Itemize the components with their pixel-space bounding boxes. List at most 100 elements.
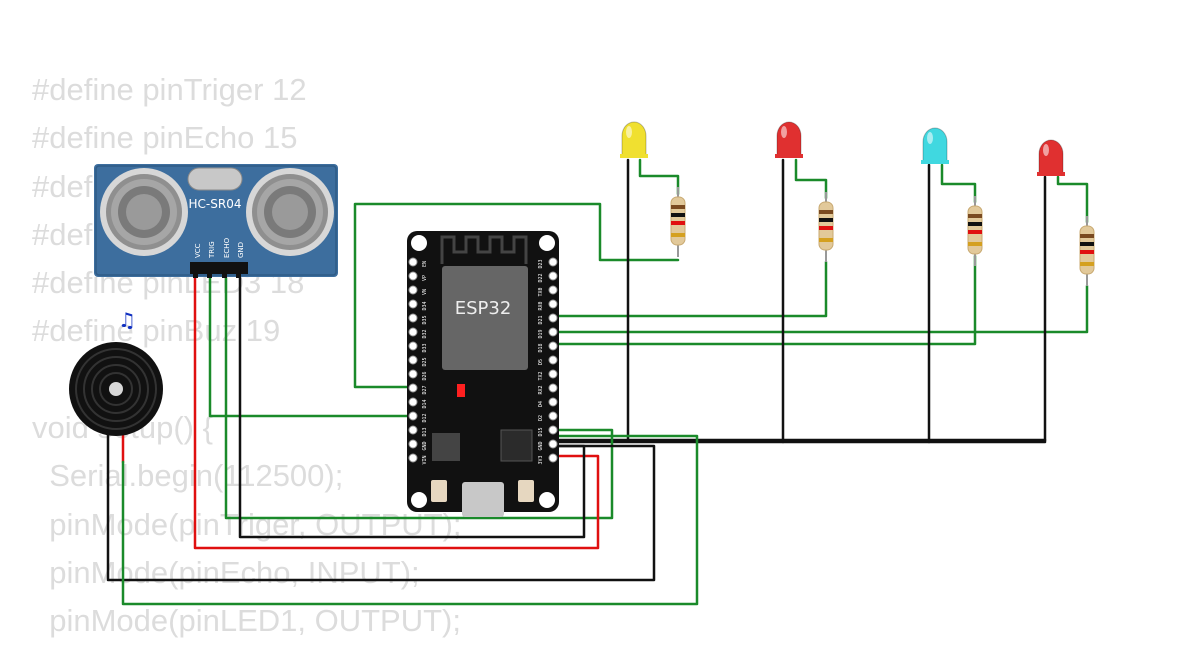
wire-echo[interactable]	[224, 276, 614, 520]
code-line: #define pinTriger 12	[32, 72, 307, 107]
pin-right[interactable]	[548, 327, 558, 337]
pin-left-label: D27	[422, 385, 428, 394]
usb-port	[462, 482, 504, 517]
led-2[interactable]	[775, 121, 803, 158]
pin-left[interactable]	[408, 439, 418, 449]
resistor-3[interactable]	[967, 196, 983, 266]
led-1[interactable]	[620, 121, 648, 158]
pin-right-label: RX0	[538, 301, 544, 310]
pin-right[interactable]	[548, 369, 558, 379]
pin-right[interactable]	[548, 257, 558, 267]
usb-chip	[500, 429, 533, 462]
sensor-pin-labels: VCC TRIG ECHO GND	[194, 237, 245, 259]
pin-left[interactable]	[408, 271, 418, 281]
sensor-pin-trig-label: TRIG	[208, 241, 216, 259]
led-3[interactable]	[921, 127, 949, 164]
wire-led4-anode[interactable]	[1056, 175, 1089, 224]
leds	[620, 121, 1095, 286]
regulator	[432, 433, 460, 461]
pin-right-label: D2	[538, 415, 544, 421]
wire-trig[interactable]	[208, 276, 414, 418]
pin-right[interactable]	[548, 285, 558, 295]
boot-button[interactable]	[431, 480, 447, 502]
pin-right[interactable]	[548, 313, 558, 323]
en-button[interactable]	[518, 480, 534, 502]
ultrasonic-sensor[interactable]: HC-SR04 VCC TRIG ECHO GND	[94, 164, 338, 278]
wire-led3-anode[interactable]	[940, 163, 977, 204]
pin-left[interactable]	[408, 411, 418, 421]
pin-left[interactable]	[408, 341, 418, 351]
wires	[106, 158, 1089, 606]
pin-left-label: D14	[422, 399, 428, 408]
pin-left-label: VN	[422, 289, 428, 295]
pin-left[interactable]	[408, 285, 418, 295]
sensor-pin-vcc-label: VCC	[194, 243, 202, 258]
wire-buzzer-gnd[interactable]	[106, 426, 656, 582]
pin-right-label: D19	[538, 329, 544, 338]
pin-right[interactable]	[548, 355, 558, 365]
pin-left-label: D12	[422, 413, 428, 422]
led-4[interactable]	[1037, 139, 1065, 176]
pin-right-label: D18	[538, 343, 544, 352]
pin-right[interactable]	[548, 439, 558, 449]
pin-left[interactable]	[408, 369, 418, 379]
pin-right[interactable]	[548, 341, 558, 351]
power-led	[457, 384, 465, 397]
pin-left[interactable]	[408, 383, 418, 393]
pin-right-label: GND	[538, 441, 544, 450]
sensor-pin-echo-label: ECHO	[223, 237, 231, 258]
pin-right[interactable]	[548, 425, 558, 435]
code-line: pinMode(pinEcho, INPUT);	[32, 554, 420, 590]
pin-left-label: D25	[422, 357, 428, 366]
wire-led2-anode[interactable]	[794, 158, 828, 200]
pin-left-label: EN	[422, 261, 428, 267]
pin-left-label: D13	[422, 427, 428, 436]
code-line: #define pinEcho 15	[32, 120, 298, 156]
pin-left-label: D35	[422, 315, 428, 324]
pin-right[interactable]	[548, 299, 558, 309]
pin-left[interactable]	[408, 397, 418, 407]
pin-left[interactable]	[408, 299, 418, 309]
pin-right-label: D15	[538, 427, 544, 436]
resistor-2[interactable]	[818, 192, 834, 262]
pin-left[interactable]	[408, 425, 418, 435]
pin-left-label: D26	[422, 371, 428, 380]
esp32-board[interactable]: ESP32 ENVPVND34D35D32D33D25D26D27D14D12D…	[407, 231, 559, 517]
right-pin-column: D23D22TX0RX0D21D19D18D5TX2RX2D4D2D15GND3…	[538, 257, 558, 465]
pin-right[interactable]	[548, 383, 558, 393]
pin-left[interactable]	[408, 313, 418, 323]
resistor-4[interactable]	[1079, 216, 1095, 286]
pin-right-label: D22	[538, 273, 544, 282]
antenna-trace	[440, 235, 528, 264]
resistor-1[interactable]	[670, 187, 686, 257]
pin-left-label: D34	[422, 301, 428, 310]
wire-led4-ground[interactable]	[551, 175, 1047, 444]
wire-led1-anode[interactable]	[638, 158, 680, 196]
buzzer[interactable]: ♫	[69, 308, 163, 436]
pin-left[interactable]	[408, 453, 418, 463]
pin-right[interactable]	[548, 271, 558, 281]
pin-right[interactable]	[548, 411, 558, 421]
pin-right[interactable]	[548, 453, 558, 463]
pin-left-label: GND	[422, 441, 428, 450]
transducer-left	[100, 168, 188, 256]
pin-left-label: VIN	[422, 455, 428, 464]
pin-right-label: D5	[538, 359, 544, 365]
pin-right-label: TX2	[538, 371, 544, 380]
crystal-oscillator	[187, 167, 243, 191]
wire-led1-signal[interactable]	[353, 202, 680, 389]
pin-right-label: D23	[538, 259, 544, 268]
pin-left[interactable]	[408, 355, 418, 365]
pin-right-label: RX2	[538, 385, 544, 394]
wire-led3-signal[interactable]	[551, 254, 977, 346]
pin-right-label: TX0	[538, 287, 544, 296]
wire-led4-signal[interactable]	[551, 284, 1089, 334]
esp32-module	[442, 266, 528, 370]
wire-buzzer-signal[interactable]	[121, 434, 699, 606]
pin-right[interactable]	[548, 397, 558, 407]
transducer-right	[246, 168, 334, 256]
pin-left[interactable]	[408, 327, 418, 337]
wire-led2-signal[interactable]	[551, 260, 828, 318]
sensor-pin-gnd-label: GND	[237, 242, 245, 258]
pin-left[interactable]	[408, 257, 418, 267]
